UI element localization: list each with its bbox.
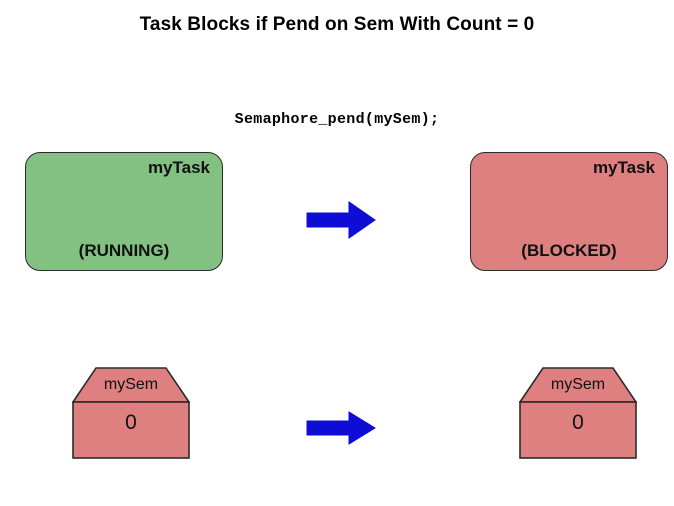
code-caption: Semaphore_pend(mySem);	[234, 111, 440, 128]
semaphore-shape-icon	[72, 367, 190, 459]
semaphore-shape-icon	[519, 367, 637, 459]
task-state-label: (RUNNING)	[78, 241, 170, 260]
semaphore-before: mySem 0	[72, 367, 190, 459]
task-box-running: myTask (RUNNING)	[25, 152, 223, 271]
task-transition-arrow	[305, 200, 377, 240]
right-arrow-icon	[305, 200, 377, 240]
page-title: Task Blocks if Pend on Sem With Count = …	[139, 14, 535, 35]
right-arrow-icon	[305, 410, 377, 446]
task-state-label: (BLOCKED)	[521, 241, 617, 260]
task-name-label: myTask	[592, 158, 655, 177]
task-name-label: myTask	[147, 158, 210, 177]
semaphore-after: mySem 0	[519, 367, 637, 459]
task-box-blocked: myTask (BLOCKED)	[470, 152, 668, 271]
semaphore-transition-arrow	[305, 410, 377, 446]
